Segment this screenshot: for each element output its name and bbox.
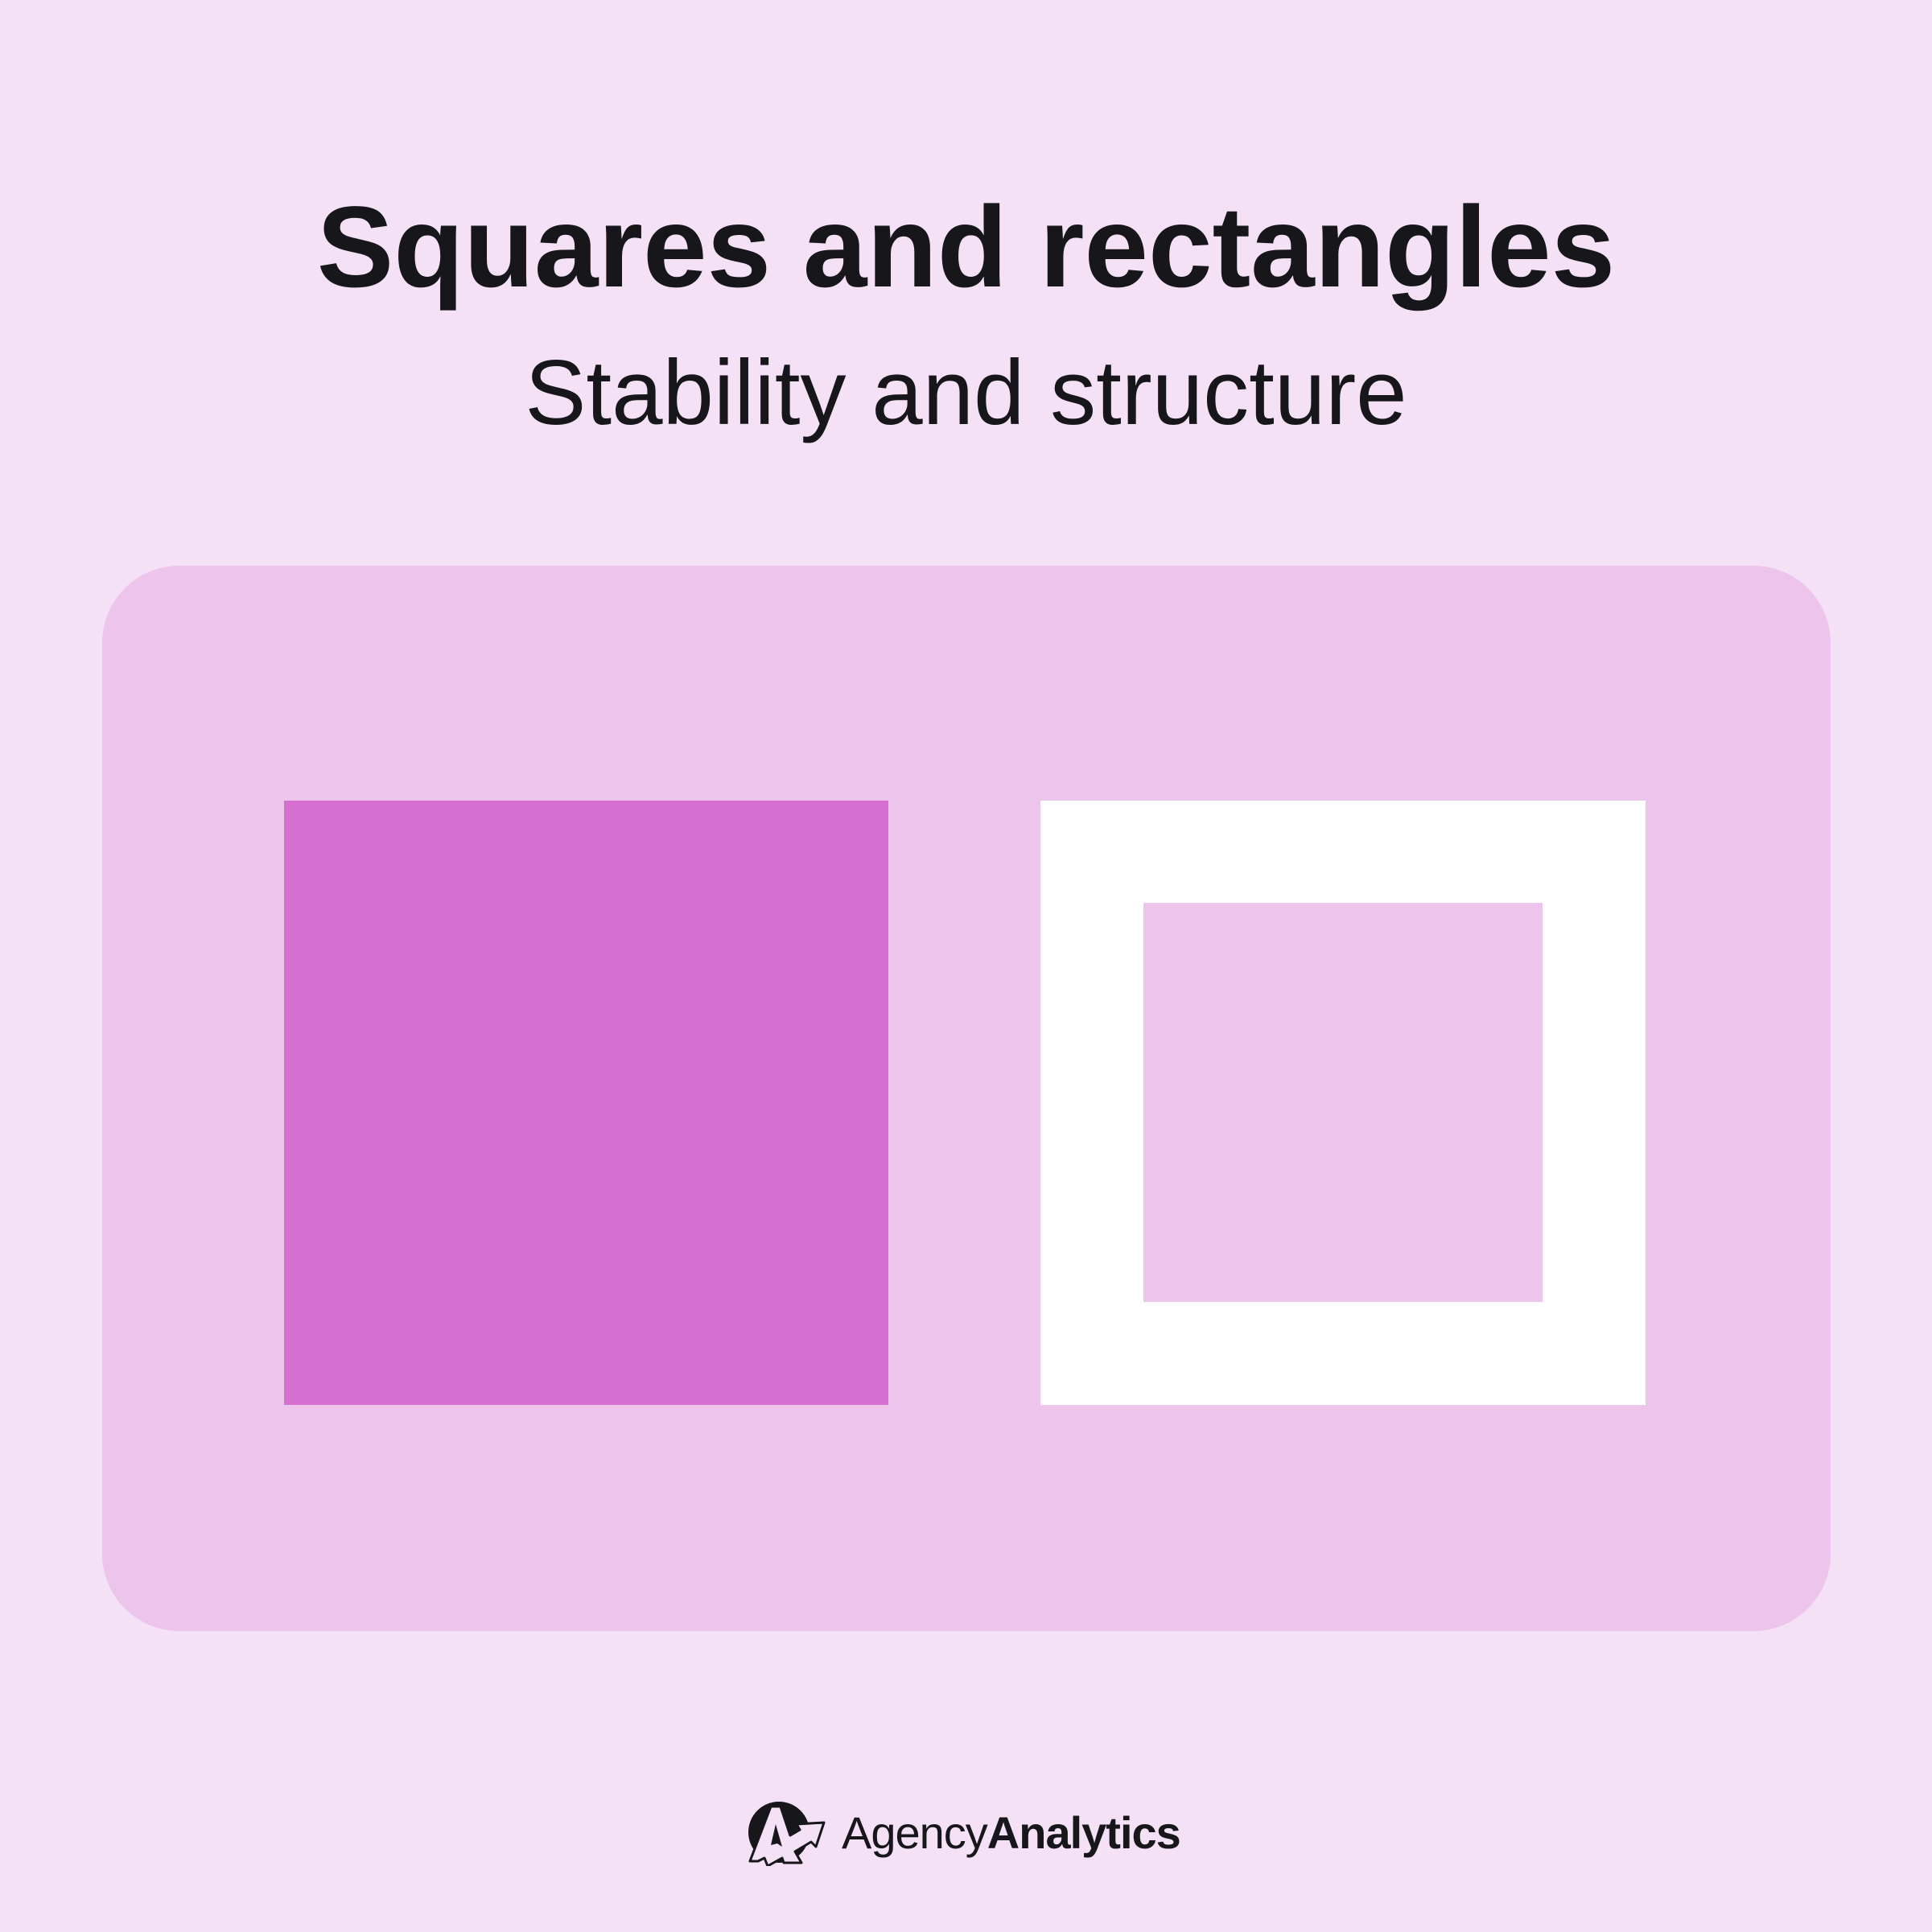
outlined-square-inner — [1143, 903, 1543, 1302]
brand-name-light: Agency — [842, 1807, 988, 1858]
agency-analytics-logo-icon — [748, 1802, 826, 1866]
brand-wordmark: AgencyAnalytics — [842, 1807, 1181, 1858]
brand-name-bold: Analytics — [987, 1807, 1181, 1858]
page-subtitle: Stability and structure — [525, 342, 1407, 444]
brand-logo: AgencyAnalytics — [747, 1799, 1181, 1867]
filled-square-shape — [284, 801, 888, 1405]
page-title: Squares and rectangles — [316, 183, 1616, 311]
outlined-square-shape — [1040, 801, 1646, 1405]
